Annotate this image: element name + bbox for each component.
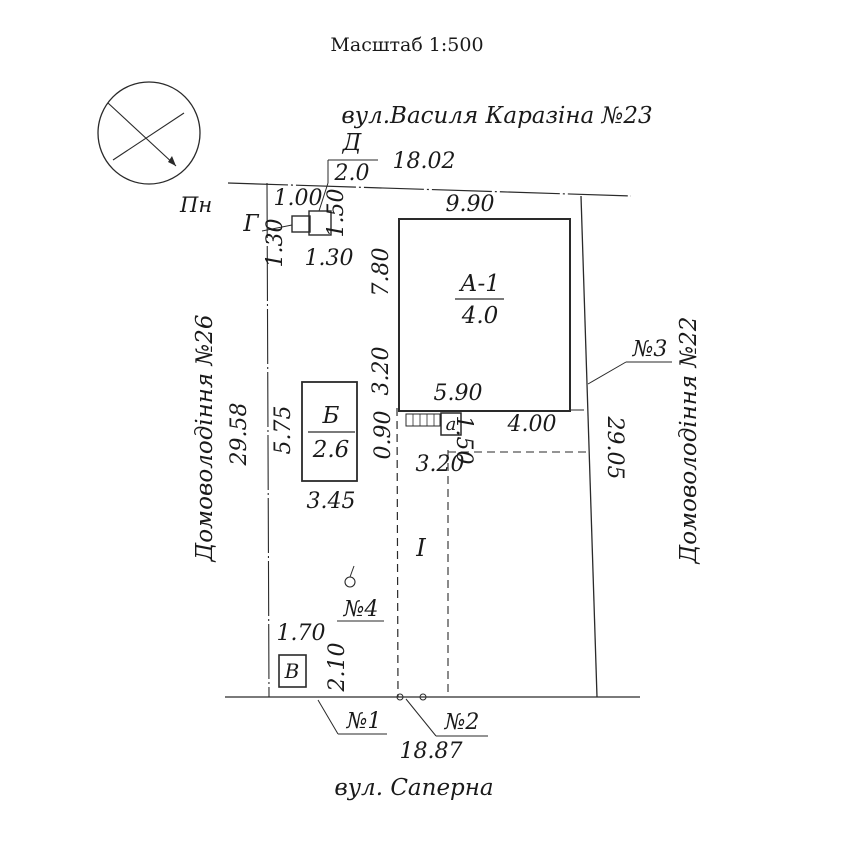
compass-icon — [97, 81, 201, 185]
dim-g-130-v: 1.30 — [263, 219, 288, 268]
neighbor-left: Домоволодіння №26 — [192, 315, 218, 563]
building-b-height: 2.6 — [312, 437, 350, 463]
dim-b-width: 3.45 — [307, 489, 356, 514]
dim-g-130-h: 1.30 — [305, 246, 354, 271]
marker-2-label: №2 — [444, 710, 480, 735]
plot-boundary — [225, 182, 640, 698]
dim-strip-090: 0.90 — [371, 411, 396, 460]
dim-g-150: 1.50 — [324, 189, 349, 238]
building-a-small-letter: а — [446, 414, 457, 435]
dim-bottom-street: 18.87 — [400, 739, 463, 764]
dim-a-150: 1.50 — [451, 416, 476, 465]
dim-a-320: 3.20 — [416, 452, 465, 477]
building-a1 — [398, 218, 571, 412]
dim-right-side: 29.05 — [602, 416, 627, 480]
dim-g-100: 1.00 — [274, 186, 323, 211]
marker-4-label: №4 — [343, 597, 379, 622]
neighbor-right: Домоволодіння №22 — [676, 317, 702, 565]
street-bottom: вул. Саперна — [334, 775, 493, 801]
north-label: Пн — [179, 193, 212, 217]
building-a1-letter: А-1 — [458, 271, 500, 297]
street-top: вул.Василя Каразіна №23 — [341, 103, 652, 129]
dim-a1-width: 9.90 — [446, 192, 495, 217]
plot-label: I — [415, 534, 426, 562]
marker-3 — [587, 361, 672, 385]
building-d-leader — [318, 159, 378, 212]
building-v-letter: В — [284, 659, 300, 683]
building-d-letter: Д — [342, 130, 363, 156]
marker-3-label: №3 — [632, 337, 668, 362]
marker-1-label: №1 — [346, 709, 382, 734]
building-v — [278, 654, 307, 688]
dim-b-height: 5.75 — [271, 406, 296, 455]
scale-title: Масштаб 1:500 — [330, 34, 483, 56]
marker-1 — [317, 699, 387, 735]
steps-icon — [405, 413, 441, 427]
dim-a1-inner: 5.90 — [434, 381, 483, 406]
building-g-inner — [291, 215, 311, 233]
building-d-height: 2.0 — [334, 161, 370, 186]
dim-left-side: 29.58 — [227, 403, 252, 467]
dim-a1-height: 7.80 — [369, 248, 394, 297]
marker-2 — [396, 693, 488, 737]
dim-v-210: 2.10 — [325, 643, 350, 693]
building-g-letter: Г — [242, 211, 259, 237]
building-g-outer — [308, 210, 332, 236]
dim-top-street: 18.02 — [393, 149, 456, 174]
marker-4 — [337, 565, 384, 622]
dim-a-400: 4.00 — [507, 412, 557, 437]
building-a1-height: 4.0 — [461, 303, 499, 329]
building-a-small — [440, 412, 462, 436]
dim-v-170: 1.70 — [277, 621, 326, 646]
dim-a1-lower: 3.20 — [369, 347, 394, 396]
building-b-letter: Б — [322, 403, 340, 429]
building-b — [301, 381, 358, 482]
